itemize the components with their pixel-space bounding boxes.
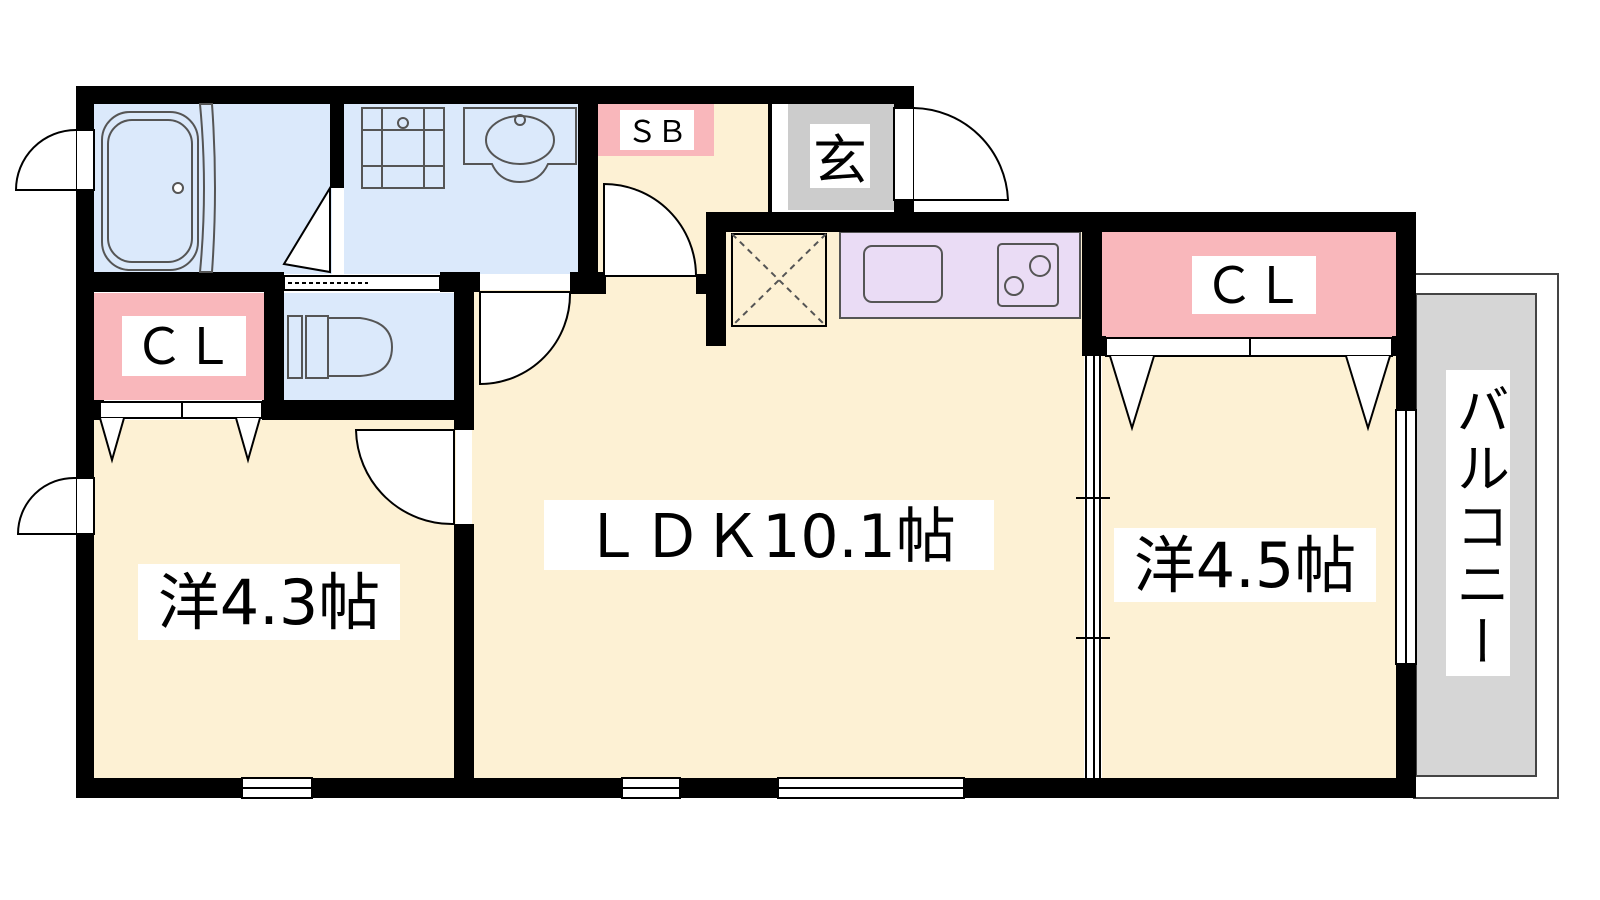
toilet-bowl-icon <box>327 317 394 377</box>
toilet-floor <box>284 293 454 400</box>
closet-door-leaf <box>235 417 261 464</box>
room-label-ldk: ＬＤＫ10.1帖 <box>582 502 956 572</box>
balcony-label: バルコニー <box>1447 382 1510 672</box>
bath-counter <box>198 103 216 273</box>
label-bg <box>1446 370 1510 676</box>
fridge-space <box>731 233 827 327</box>
bathtub-inner <box>107 119 193 263</box>
closet-left-label: ＣＬ <box>134 318 234 376</box>
wall <box>330 104 344 188</box>
wall <box>454 524 474 780</box>
doors <box>14 107 1010 535</box>
closet-door-leaf <box>1345 355 1391 432</box>
washing-machine-dial <box>397 117 409 129</box>
closet-door-leaf <box>99 417 125 464</box>
wall <box>706 212 726 346</box>
fixtures <box>101 103 1059 379</box>
room-label-western-left: 洋4.3帖 <box>158 566 381 639</box>
label-bg <box>544 500 994 570</box>
wall <box>1082 232 1102 356</box>
label-bg <box>1114 528 1376 602</box>
entrance-door-swing <box>913 107 1010 201</box>
toilet-tank <box>287 315 303 379</box>
wall <box>570 272 606 294</box>
closet-right-label: ＣＬ <box>1204 257 1304 315</box>
wall <box>768 104 772 212</box>
closet-door-leaf <box>1109 355 1155 432</box>
room-label-western-right: 洋4.5帖 <box>1134 529 1357 602</box>
label-bg <box>122 316 246 376</box>
wall <box>76 778 1416 798</box>
door-swing <box>354 429 455 526</box>
wall <box>76 86 94 798</box>
entrance-door-gap <box>893 107 915 201</box>
closet-doors <box>99 337 1393 464</box>
sliding-partition <box>1076 356 1110 778</box>
wall <box>76 86 914 104</box>
burner-icon <box>1029 255 1051 277</box>
door-swing <box>479 291 572 386</box>
shoebox-label: ＳＢ <box>627 115 687 150</box>
wall <box>262 400 474 420</box>
windows <box>75 107 1417 799</box>
wall <box>894 86 914 108</box>
window <box>75 477 95 535</box>
entrance-label: 玄 <box>813 129 867 192</box>
wall <box>1082 336 1106 356</box>
stove-icon <box>997 243 1059 307</box>
bathtub-icon <box>101 111 199 271</box>
walls <box>76 86 1416 798</box>
window <box>75 129 95 191</box>
room-fills <box>94 104 1559 799</box>
wash-basin-icon <box>463 107 577 184</box>
wall <box>894 200 914 214</box>
wall <box>264 290 284 420</box>
door-swing <box>603 182 698 277</box>
wash-basin-drain <box>514 114 526 126</box>
label-bg <box>138 564 400 640</box>
label-bg <box>810 124 870 188</box>
label-bg <box>620 110 694 150</box>
washing-machine-icon <box>361 107 445 189</box>
wall <box>1392 336 1402 356</box>
kitchen-sink-icon <box>863 245 943 303</box>
labels: ＬＤＫ10.1帖 洋4.3帖 洋4.5帖 ＣＬ ＣＬ ＳＢ 玄 バルコニー <box>122 110 1510 676</box>
bathtub-drain <box>172 182 184 194</box>
wall <box>454 272 474 430</box>
label-bg <box>1192 256 1316 314</box>
door-swing <box>14 129 77 191</box>
wall <box>94 272 284 292</box>
wall <box>578 104 598 294</box>
burner-icon <box>1004 276 1024 296</box>
door-swing <box>16 476 77 535</box>
wall <box>706 212 1416 232</box>
bath-door <box>282 184 331 274</box>
